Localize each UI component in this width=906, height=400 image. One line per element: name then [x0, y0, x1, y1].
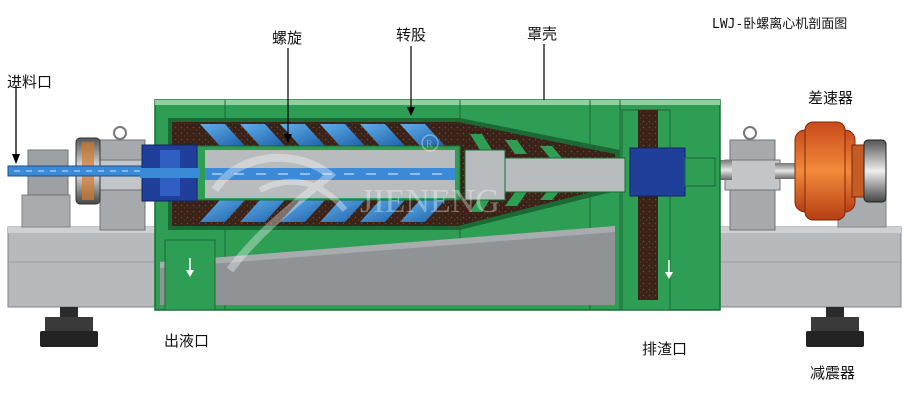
left-damper: [40, 307, 98, 347]
leader-lines: [284, 44, 545, 143]
feed-hub: [140, 144, 200, 202]
liquid-outlet-chute: [164, 239, 216, 311]
watermark-text: JIENENG: [360, 183, 500, 220]
label-screw: 螺旋: [272, 29, 303, 47]
label-solids-outlet: 排渣口: [642, 340, 688, 358]
svg-text:R: R: [426, 139, 433, 150]
label-feed-inlet: 进料口: [7, 73, 53, 91]
drive-hub: [629, 147, 716, 197]
label-liquid-outlet: 出液口: [164, 332, 210, 350]
brand-watermark: JIENENG R: [211, 134, 500, 273]
label-differential: 差速器: [808, 89, 854, 107]
solids-outlet-chute: [621, 109, 673, 311]
screw-hub: [194, 145, 626, 201]
right-bearing: [700, 126, 800, 231]
feed-pipe: [7, 85, 169, 177]
right-damper: [806, 307, 864, 347]
label-damper: 减震器: [810, 364, 856, 382]
screw-conveyor: [200, 124, 562, 222]
label-bowl: 转股: [396, 26, 427, 44]
diagram-title: LWJ-卧螺离心机剖面图: [712, 17, 848, 32]
label-casing: 罩壳: [527, 25, 558, 43]
differential-gearbox: [794, 121, 887, 221]
